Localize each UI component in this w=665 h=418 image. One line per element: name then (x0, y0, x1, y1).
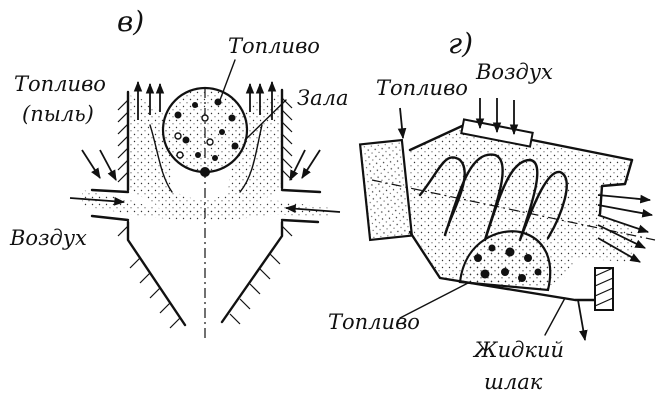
panel-g-fuel-label: Топливо (376, 76, 468, 100)
panel-v-dust-label: (пыль) (22, 102, 94, 126)
panel-g-slag-label-1: Жидкий (474, 338, 565, 362)
panel-g-air-label: Воздух (476, 60, 553, 84)
panel-v-ash-leader (244, 99, 287, 141)
panel-v-diagram (69, 59, 341, 340)
panel-v-right-wall-lower (220, 220, 284, 324)
panel-v-particle-dots (174, 98, 239, 177)
panel-v-particle-rings (174, 114, 214, 159)
panel-g-chamber-interior (410, 128, 640, 288)
panel-v-wall-hatching (117, 97, 293, 329)
panel-g-fuel-bed-dots (474, 244, 542, 282)
panel-g-air-arrows (475, 98, 519, 136)
panel-v-inner-curve-right (239, 124, 263, 193)
panel-v-air-inlets (69, 196, 341, 214)
panel-v-fuel-label: Топливо (228, 34, 320, 58)
panel-g-letter: г) (448, 27, 474, 60)
panel-g-exit-arrows (597, 194, 654, 263)
panel-g-slag-arrow (577, 299, 588, 342)
panel-v-fuel-leader (219, 59, 236, 101)
panel-g-burner-block (358, 138, 414, 242)
panel-v-fuel-inlet-left (81, 149, 117, 181)
panel-g-fuel-arrow (397, 107, 407, 140)
panel-g-chamber-right-upper (598, 158, 634, 216)
panel-g-slag-leader (544, 297, 566, 336)
panel-g-slag-tap-hatching (594, 267, 614, 307)
panel-g-slag-label-2: шлак (484, 370, 543, 394)
panel-v-fuel-inlet-right (289, 149, 321, 181)
panel-g-fuel-bottom-label: Топливо (328, 310, 420, 334)
panel-v-right-port (280, 188, 322, 224)
panel-g-fuel-leader (399, 281, 471, 319)
panel-v-inner-curve-left (149, 124, 173, 193)
panel-v-air-label: Воздух (10, 226, 87, 250)
panel-v-left-wall-lower (126, 220, 187, 327)
panel-v-left-port (90, 188, 130, 222)
panel-v-fuel-dust-label: Топливо (14, 72, 106, 96)
panel-v-fuel-particle (161, 86, 249, 174)
panel-g-diagram (358, 98, 656, 342)
panel-v-letter: в) (117, 5, 145, 38)
panel-v-lower-flow (82, 190, 330, 220)
panel-v-ash-label: Зала (297, 86, 349, 110)
